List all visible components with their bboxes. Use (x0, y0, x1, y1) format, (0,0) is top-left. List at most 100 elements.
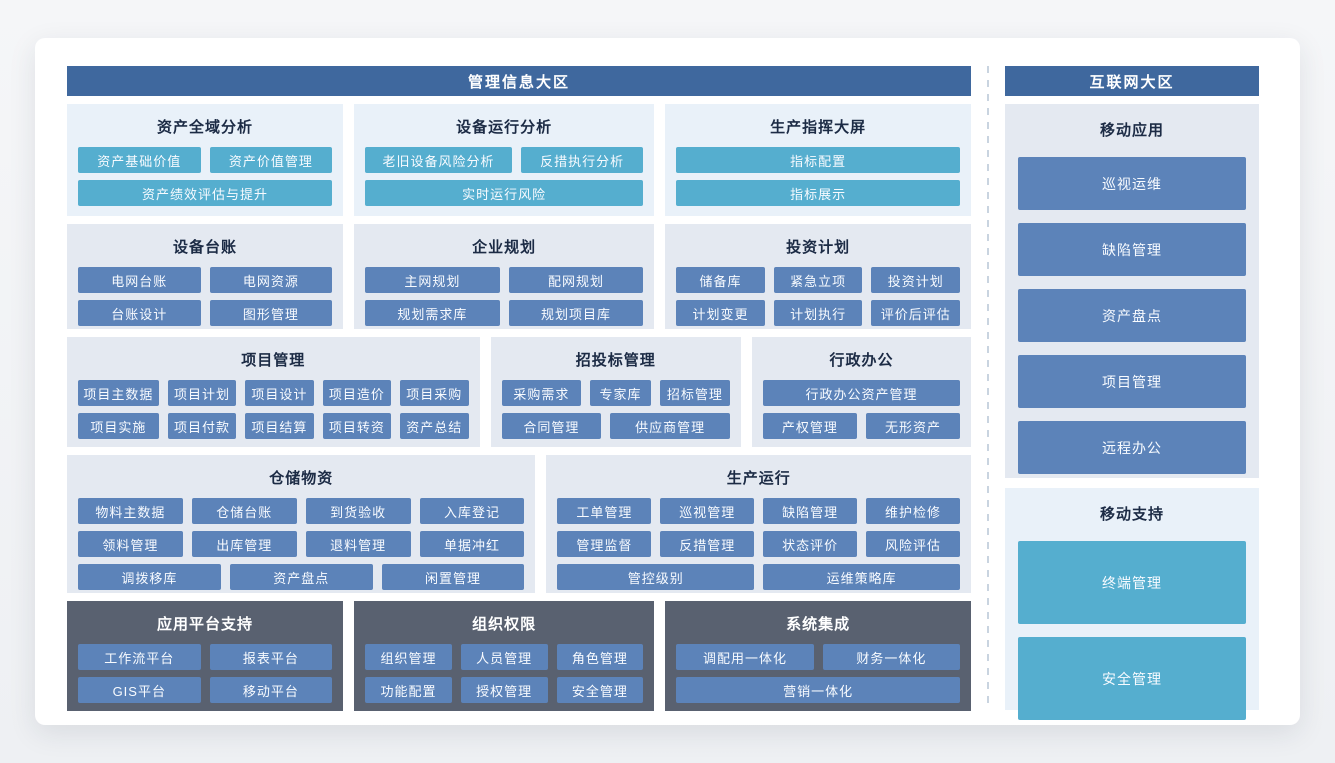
button-row: 管理监督反措管理状态评价风险评估 (557, 531, 961, 557)
module-button[interactable]: 工单管理 (557, 498, 652, 524)
module-button[interactable]: 老旧设备风险分析 (365, 147, 512, 173)
module-button[interactable]: 规划需求库 (365, 300, 500, 326)
button-row: 资产盘点 (1018, 289, 1246, 342)
module-button[interactable]: 主网规划 (365, 267, 500, 293)
module-button[interactable]: 调拨移库 (78, 564, 221, 590)
module-button[interactable]: 计划执行 (773, 300, 863, 326)
module-button[interactable]: 管控级别 (557, 564, 755, 590)
module-button[interactable]: 管理监督 (557, 531, 652, 557)
module-button[interactable]: 台账设计 (78, 300, 201, 326)
module-button[interactable]: 项目造价 (322, 380, 392, 406)
button-row: 领料管理出库管理退料管理单据冲红 (78, 531, 525, 557)
module-button[interactable]: 项目付款 (167, 413, 237, 439)
module-button[interactable]: 风险评估 (866, 531, 961, 557)
module-button[interactable]: 物料主数据 (78, 498, 183, 524)
button-row: 指标配置 (676, 147, 961, 173)
module-button[interactable]: 财务一体化 (822, 644, 961, 670)
module-button[interactable]: 安全管理 (1018, 637, 1246, 720)
button-row: 储备库紧急立项投资计划 (676, 267, 960, 293)
module-button[interactable]: 缺陷管理 (1018, 223, 1246, 276)
module-button[interactable]: 出库管理 (191, 531, 297, 557)
module-button[interactable]: 指标展示 (676, 180, 961, 206)
module-button[interactable]: 终端管理 (1018, 541, 1246, 624)
module-button[interactable]: 项目计划 (167, 380, 237, 406)
module-button[interactable]: 产权管理 (762, 413, 857, 439)
module-button[interactable]: 退料管理 (305, 531, 411, 557)
module-button[interactable]: 角色管理 (556, 644, 644, 670)
module-button[interactable]: 闲置管理 (381, 564, 525, 590)
module-button[interactable]: 维护检修 (866, 498, 961, 524)
module-button[interactable]: 采购需求 (501, 380, 582, 406)
module-button[interactable]: 安全管理 (556, 677, 644, 703)
module-button[interactable]: 计划变更 (676, 300, 765, 326)
module-button[interactable]: 投资计划 (871, 267, 960, 293)
module-button[interactable]: 巡视运维 (1018, 157, 1246, 210)
module-button[interactable]: 电网台账 (78, 267, 201, 293)
zone-internet: 互联网大区 移动应用巡视运维缺陷管理资产盘点项目管理远程办公移动支持终端管理安全… (1005, 66, 1259, 720)
module-button[interactable]: 无形资产 (865, 413, 960, 439)
section-panel: 招投标管理采购需求专家库招标管理合同管理供应商管理 (490, 337, 741, 447)
module-button[interactable]: 图形管理 (209, 300, 333, 326)
module-button[interactable]: 反措管理 (660, 531, 755, 557)
module-button[interactable]: 专家库 (590, 380, 651, 406)
module-button[interactable]: 电网资源 (209, 267, 333, 293)
module-button[interactable]: 项目采购 (400, 380, 469, 406)
module-button[interactable]: 营销一体化 (676, 677, 961, 703)
module-button[interactable]: 巡视管理 (660, 498, 755, 524)
module-button[interactable]: 规划项目库 (508, 300, 644, 326)
module-button[interactable]: 合同管理 (501, 413, 602, 439)
module-button[interactable]: 指标配置 (676, 147, 961, 173)
section-panel: 生产运行工单管理巡视管理缺陷管理维护检修管理监督反措管理状态评价风险评估管控级别… (546, 455, 971, 593)
section-title: 仓储物资 (269, 470, 334, 487)
module-button[interactable]: 运维策略库 (763, 564, 961, 590)
module-button[interactable]: 项目结算 (245, 413, 314, 439)
button-row: 合同管理供应商管理 (501, 413, 730, 439)
section-panel: 投资计划储备库紧急立项投资计划计划变更计划执行评价后评估 (665, 224, 972, 329)
module-button[interactable]: 评价后评估 (871, 300, 960, 326)
module-button[interactable]: 入库登记 (419, 498, 525, 524)
module-button[interactable]: 领料管理 (78, 531, 183, 557)
module-button[interactable]: 报表平台 (209, 644, 333, 670)
module-button[interactable]: 单据冲红 (419, 531, 525, 557)
module-button[interactable]: 反措执行分析 (520, 147, 644, 173)
module-button[interactable]: 紧急立项 (773, 267, 863, 293)
module-button[interactable]: 行政办公资产管理 (762, 380, 960, 406)
module-button[interactable]: 储备库 (676, 267, 765, 293)
module-button[interactable]: 资产总结 (400, 413, 469, 439)
button-row: 实时运行风险 (365, 180, 644, 206)
module-button[interactable]: 资产盘点 (229, 564, 373, 590)
module-button[interactable]: 人员管理 (460, 644, 548, 670)
module-button[interactable]: 资产基础价值 (78, 147, 201, 173)
module-button[interactable]: 配网规划 (508, 267, 644, 293)
module-button[interactable]: 实时运行风险 (365, 180, 644, 206)
button-row: 行政办公资产管理 (762, 380, 960, 406)
module-button[interactable]: 缺陷管理 (763, 498, 858, 524)
module-button[interactable]: 调配用一体化 (676, 644, 814, 670)
module-button[interactable]: 到货验收 (305, 498, 411, 524)
module-button[interactable]: GIS平台 (78, 677, 201, 703)
module-button[interactable]: 项目实施 (78, 413, 159, 439)
module-button[interactable]: 招标管理 (659, 380, 730, 406)
module-button[interactable]: 移动平台 (209, 677, 333, 703)
module-button[interactable]: 项目转资 (322, 413, 392, 439)
module-button[interactable]: 工作流平台 (78, 644, 201, 670)
module-button[interactable]: 仓储台账 (191, 498, 297, 524)
module-button[interactable]: 授权管理 (460, 677, 548, 703)
module-button[interactable]: 项目管理 (1018, 355, 1246, 408)
module-button[interactable]: 资产绩效评估与提升 (78, 180, 333, 206)
module-button[interactable]: 资产盘点 (1018, 289, 1246, 342)
module-button[interactable]: 供应商管理 (610, 413, 730, 439)
module-button[interactable]: 状态评价 (763, 531, 858, 557)
panel-row: 移动应用巡视运维缺陷管理资产盘点项目管理远程办公 (1005, 104, 1259, 478)
section-panel: 组织权限组织管理人员管理角色管理功能配置授权管理安全管理 (354, 601, 655, 711)
module-button[interactable]: 项目主数据 (78, 380, 159, 406)
module-button[interactable]: 远程办公 (1018, 421, 1246, 474)
module-button[interactable]: 功能配置 (365, 677, 452, 703)
module-button[interactable]: 资产价值管理 (209, 147, 333, 173)
module-button[interactable]: 项目设计 (245, 380, 314, 406)
section-title: 系统集成 (786, 616, 851, 633)
button-row: 台账设计图形管理 (78, 300, 333, 326)
module-button[interactable]: 组织管理 (365, 644, 452, 670)
